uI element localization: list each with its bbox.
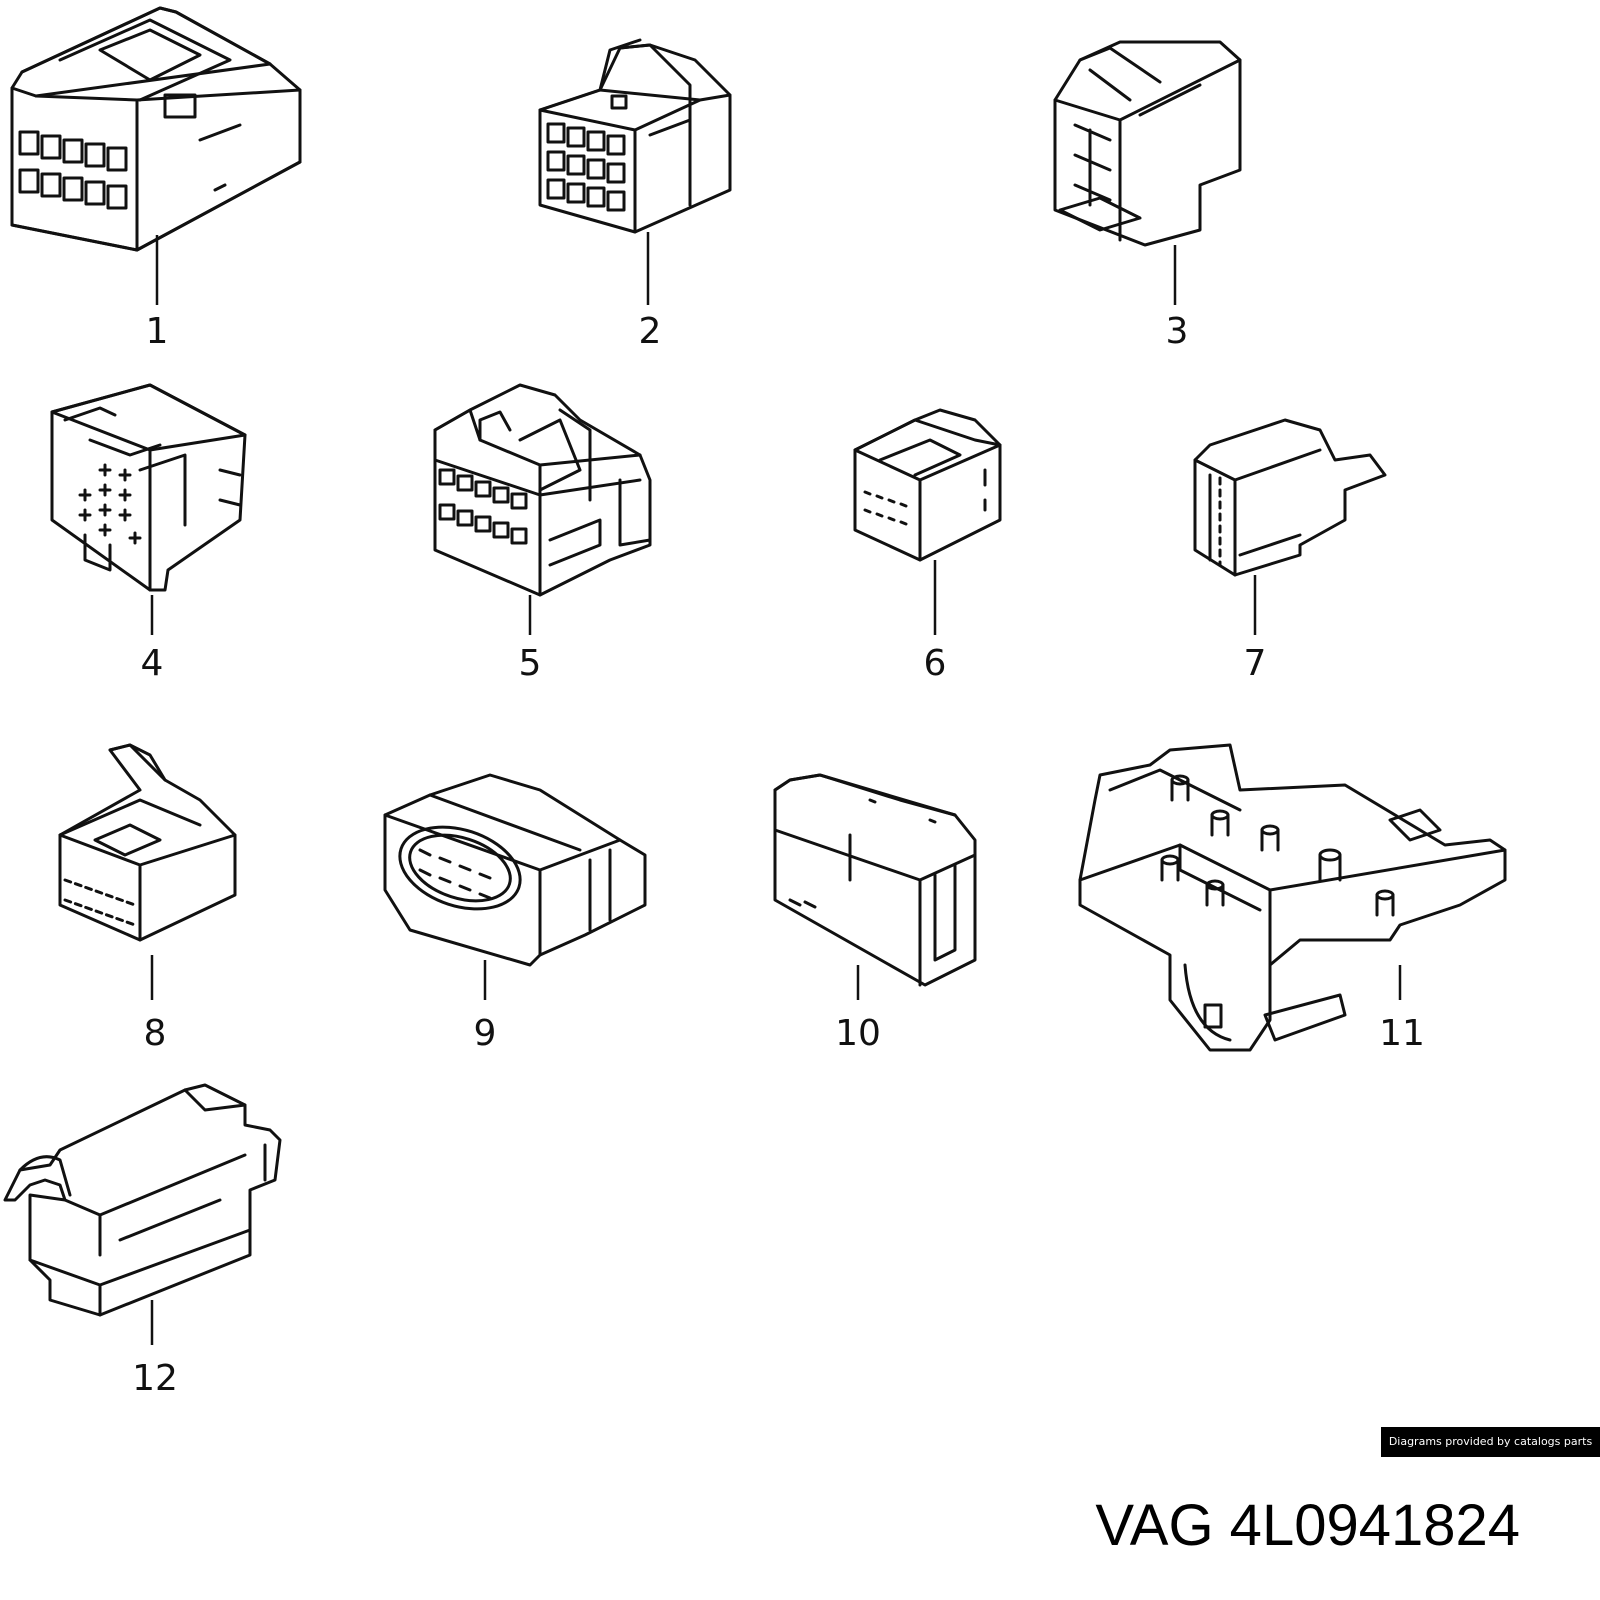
callout-4: 4 [141,643,164,684]
callout-5: 5 [519,643,542,684]
callout-9: 9 [474,1013,497,1054]
diagram-credit-badge: Diagrams provided by catalogs parts [1381,1427,1600,1457]
part-8-connector [58,743,237,942]
callout-2: 2 [639,311,662,352]
part-11-bracket [1078,743,1507,1052]
callout-10: 10 [835,1013,881,1054]
part-7-connector [1193,418,1387,577]
callout-12: 12 [132,1358,178,1399]
callout-8: 8 [144,1013,167,1054]
part-6-connector [853,408,1002,562]
part-1-connector [10,6,302,252]
part-9-connector [383,773,647,967]
part-5-connector [433,383,652,597]
callout-7: 7 [1244,643,1267,684]
callout-6: 6 [924,643,947,684]
callout-1: 1 [146,311,169,352]
callout-3: 3 [1166,311,1189,352]
part-2-connector [538,38,732,234]
part-12-boot [3,1083,282,1317]
callout-11: 11 [1379,1013,1425,1054]
part-10-connector [773,773,977,987]
part-number-title: VAG 4L0941824 [1095,1493,1520,1558]
part-3-connector [1053,40,1242,247]
part-4-connector [50,383,247,592]
